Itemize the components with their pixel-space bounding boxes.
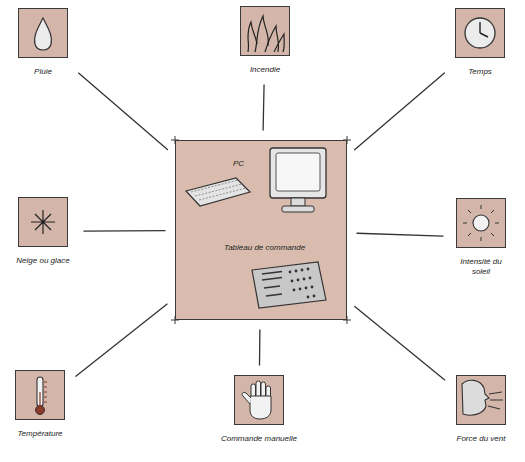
sensor-label: Incendie [250, 65, 280, 75]
palm [250, 396, 271, 419]
panel-switches [262, 272, 282, 297]
corner-marks [171, 136, 351, 324]
button [307, 268, 310, 271]
sun-icon [473, 215, 489, 231]
monitor-case [270, 148, 326, 198]
button [309, 277, 312, 280]
button [303, 278, 306, 281]
button [311, 286, 314, 289]
monitor-base [282, 206, 314, 212]
button [313, 295, 316, 298]
connector-line [357, 233, 443, 236]
button [307, 296, 310, 299]
button [299, 288, 302, 291]
button [297, 279, 300, 282]
clock-hands [480, 22, 488, 37]
sensor-label: Pluie [34, 67, 52, 77]
button [295, 270, 298, 273]
button [291, 280, 294, 283]
panel-buttons [289, 268, 316, 299]
button [305, 287, 308, 290]
connector-line [84, 230, 165, 232]
connector-line [79, 73, 168, 149]
icon-frame [240, 6, 290, 56]
monitor-stand [291, 198, 305, 206]
control-panel-figure [252, 262, 326, 308]
connector-line [355, 306, 445, 379]
button [301, 269, 304, 272]
clock-icon [465, 18, 495, 48]
sensor-label: Force du vent [457, 434, 506, 444]
sensor-label: Température [17, 429, 62, 439]
connector-line [355, 73, 445, 150]
connector-line [262, 85, 264, 130]
sensor-label: Temps [468, 67, 492, 77]
sensor-label: Commande manuelle [221, 434, 297, 444]
device-label: PC [233, 159, 244, 169]
monitor-screen [276, 153, 320, 191]
panel-label: Tableau de commande [224, 243, 305, 253]
connector-line [259, 330, 261, 365]
button [293, 289, 296, 292]
sketch-marks [171, 136, 351, 324]
connector-line [76, 304, 167, 376]
button [289, 271, 292, 274]
panel-body [252, 262, 326, 308]
sensor-label: Intensité du soleil [459, 257, 503, 277]
sensor-label: Neige ou glace [16, 256, 69, 266]
